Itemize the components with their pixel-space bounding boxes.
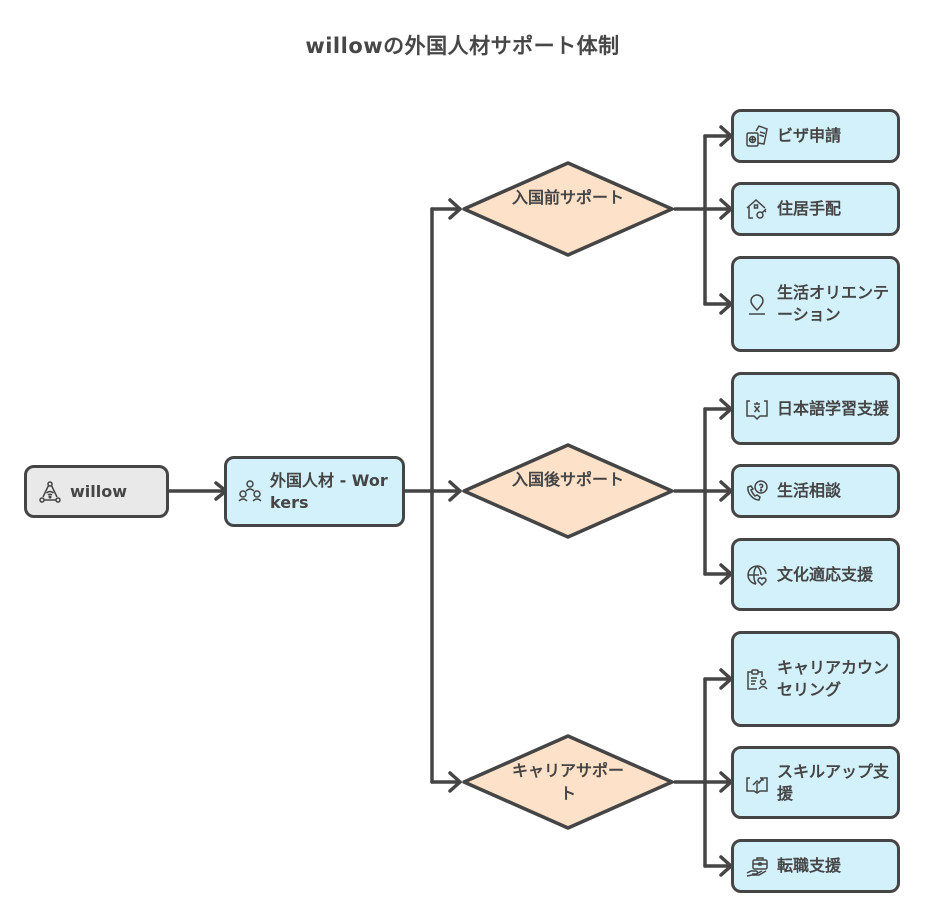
network-hub-icon xyxy=(37,479,63,505)
leaf-visa-application[interactable]: ビザ申請 xyxy=(731,109,900,163)
location-pin-icon xyxy=(744,291,770,317)
diamond-shape xyxy=(462,734,674,830)
leaf-job-change-support[interactable]: 転職支援 xyxy=(731,839,900,893)
leaf-label: 生活オリエンテーション xyxy=(777,283,890,324)
people-group-icon xyxy=(237,479,263,505)
leaf-label: 日本語学習支援 xyxy=(777,398,890,418)
diagram-title: willowの外国人材サポート体制 xyxy=(305,34,620,58)
book-growth-icon xyxy=(744,770,770,796)
leaf-japanese-learning[interactable]: 日本語学習支援 xyxy=(731,372,900,445)
house-key-icon xyxy=(744,196,770,222)
branch-pre-entry-support[interactable]: 入国前サポート xyxy=(460,160,676,258)
branch-career-support[interactable]: キャリアサポート xyxy=(460,733,676,831)
branch-label: 入国後サポート xyxy=(511,470,624,489)
leaf-label: キャリアカウンセリング xyxy=(777,658,890,699)
branch-post-entry-support[interactable]: 入国後サポート xyxy=(460,442,676,540)
branch-label: 入国前サポート xyxy=(511,188,624,207)
root-node-willow[interactable]: willow xyxy=(24,465,169,518)
branch-label: キャリアサポート xyxy=(511,761,624,803)
globe-heart-icon xyxy=(744,562,770,588)
diamond-shape xyxy=(462,443,674,539)
clipboard-person-icon xyxy=(744,666,770,692)
hub-node-workers[interactable]: 外国人材 - Workers xyxy=(224,456,405,527)
leaf-life-orientation[interactable]: 生活オリエンテーション xyxy=(731,256,900,352)
passport-icon xyxy=(744,123,770,149)
leaf-housing-arrangement[interactable]: 住居手配 xyxy=(731,182,900,236)
briefcase-hand-icon xyxy=(744,853,770,879)
hub-label: 外国人材 - Workers xyxy=(270,470,388,512)
phone-question-icon xyxy=(744,478,770,504)
leaf-career-counseling[interactable]: キャリアカウンセリング xyxy=(731,631,900,727)
leaf-life-consultation[interactable]: 生活相談 xyxy=(731,464,900,518)
leaf-skill-up-support[interactable]: スキルアップ支援 xyxy=(731,746,900,819)
leaf-label: 文化適応支援 xyxy=(777,564,874,584)
leaf-label: 住居手配 xyxy=(777,199,842,218)
leaf-label: ビザ申請 xyxy=(777,126,842,145)
diamond-shape xyxy=(462,161,674,257)
leaf-cultural-adaptation[interactable]: 文化適応支援 xyxy=(731,538,900,611)
root-label: willow xyxy=(70,481,128,501)
leaf-label: スキルアップ支援 xyxy=(777,761,890,803)
leaf-label: 生活相談 xyxy=(777,481,842,500)
leaf-label: 転職支援 xyxy=(777,856,842,875)
language-book-icon xyxy=(744,396,770,422)
